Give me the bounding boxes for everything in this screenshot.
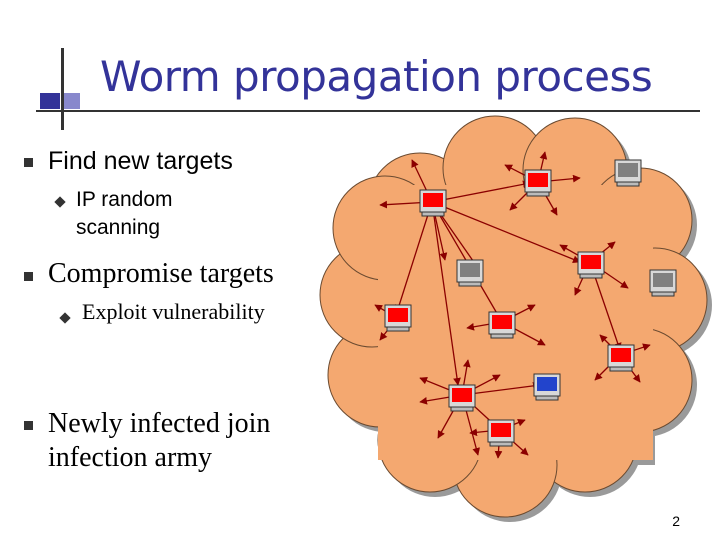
clean-computer-icon bbox=[456, 259, 484, 287]
title-decoration-square-light bbox=[64, 93, 80, 109]
infected-computer-icon bbox=[419, 189, 447, 217]
infected-computer-icon bbox=[488, 311, 516, 339]
title-decoration-horizontal-line bbox=[36, 110, 700, 112]
clean-computer-icon bbox=[614, 159, 642, 187]
bullet-find-new-targets: Find new targets bbox=[48, 147, 233, 175]
page-number: 2 bbox=[672, 513, 680, 529]
sub-bullet-ip-random-line2: scanning bbox=[76, 216, 161, 239]
title-decoration-vertical-line bbox=[61, 48, 64, 130]
bullet-marker bbox=[24, 272, 33, 281]
infected-computer-icon bbox=[487, 419, 515, 447]
clean-computer-icon bbox=[649, 269, 677, 297]
infected-computer-icon bbox=[448, 384, 476, 412]
bullet-marker bbox=[24, 158, 33, 167]
title-decoration-square bbox=[40, 93, 60, 109]
infected-computer-icon bbox=[577, 251, 605, 279]
bullet-compromise-targets: Compromise targets bbox=[48, 258, 274, 289]
infected-computer-icon bbox=[607, 344, 635, 372]
computer-icons bbox=[384, 159, 677, 447]
infected-computer-icon bbox=[384, 304, 412, 332]
infected-computer-icon bbox=[524, 169, 552, 197]
page-title: Worm propagation process bbox=[100, 52, 653, 101]
bullet-newly-infected-line1: Newly infected join bbox=[48, 408, 271, 439]
bullet-newly-infected-line2: infection army bbox=[48, 442, 213, 473]
sub-bullet-ip-random-line1: IP random bbox=[76, 188, 173, 211]
bullet-marker bbox=[24, 421, 33, 430]
target-computer-icon bbox=[533, 373, 561, 401]
sub-bullet-exploit-vulnerability: Exploit vulnerability bbox=[82, 299, 265, 324]
